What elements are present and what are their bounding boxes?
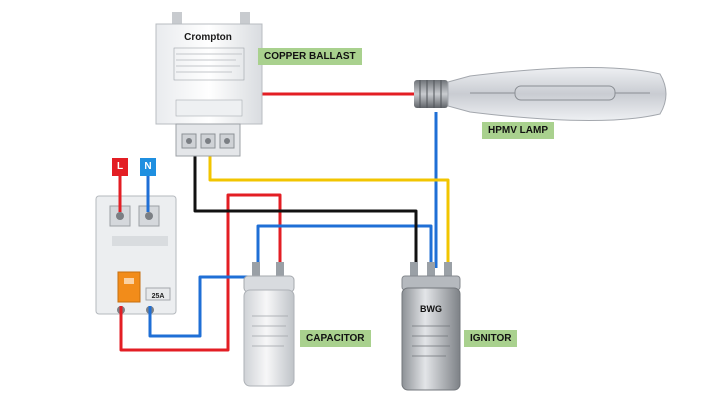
wire-black bbox=[193, 148, 418, 268]
label-capacitor: CAPACITOR bbox=[300, 330, 371, 347]
wire-red-live bbox=[119, 193, 282, 352]
ignitor: BWG bbox=[401, 262, 461, 391]
wire-yellow bbox=[208, 148, 450, 268]
capacitor bbox=[243, 262, 295, 387]
label-copper-ballast: COPPER BALLAST bbox=[258, 48, 362, 65]
hpmv-lamp bbox=[414, 67, 667, 121]
circuit-breaker: 25A bbox=[95, 195, 177, 315]
wire-terminations bbox=[119, 306, 152, 318]
breaker-rating: 25A bbox=[152, 293, 165, 300]
live-terminal-badge: L bbox=[112, 158, 128, 176]
neutral-terminal-badge: N bbox=[140, 158, 156, 176]
copper-ballast: Crompton bbox=[155, 12, 263, 157]
wire-blue-neutral bbox=[148, 224, 433, 338]
label-ignitor: IGNITOR bbox=[464, 330, 518, 347]
ballast-brand: Crompton bbox=[184, 32, 232, 43]
supply-leads bbox=[118, 176, 150, 212]
ignitor-brand: BWG bbox=[420, 304, 442, 314]
label-hpmv-lamp: HPMV LAMP bbox=[482, 122, 554, 139]
